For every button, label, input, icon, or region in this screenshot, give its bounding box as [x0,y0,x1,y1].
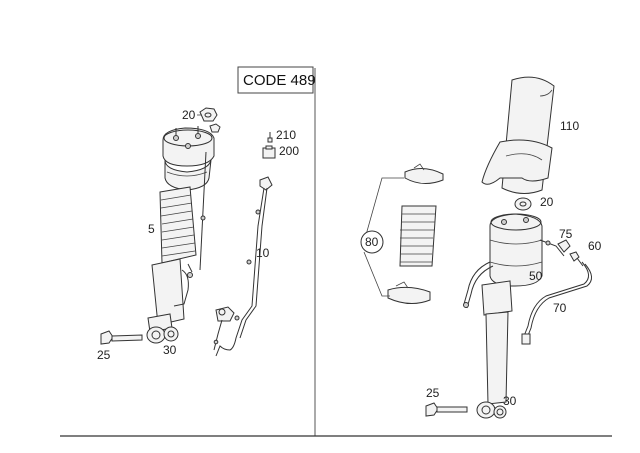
callout-left-10: 10 [256,246,270,260]
callout-left-25: 25 [97,348,111,362]
nut-right [493,405,507,419]
callout-left-5: 5 [148,222,155,236]
nut-left [163,326,179,342]
left-air-strut [146,107,221,344]
callout-right-60: 60 [588,239,602,253]
callout-right-30: 30 [503,394,517,408]
callout-left-200: 200 [279,144,299,158]
code-label: CODE 489 [243,72,316,89]
callout-right-20: 20 [540,195,554,209]
callout-right-80: 80 [365,235,379,249]
callout-left-20: 20 [182,108,196,122]
callout-right-25: 25 [426,386,440,400]
callout-right-75: 75 [559,227,573,241]
callout-right-70: 70 [553,301,567,315]
callout-left-210: 210 [276,128,296,142]
fittings [557,239,584,267]
wiring-harness [213,132,276,357]
dust-boot [363,163,444,304]
code-box: CODE 489 [237,66,316,94]
callout-left-30: 30 [163,343,177,357]
callout-right-50: 50 [529,269,543,283]
bolt-right [425,402,468,417]
callout-80-circle: 80 [360,230,384,254]
bolt-left [100,330,143,345]
strut-cover [481,76,555,194]
right-air-strut [463,197,565,419]
callout-right-110: 110 [560,119,579,133]
air-line-70 [521,261,592,345]
